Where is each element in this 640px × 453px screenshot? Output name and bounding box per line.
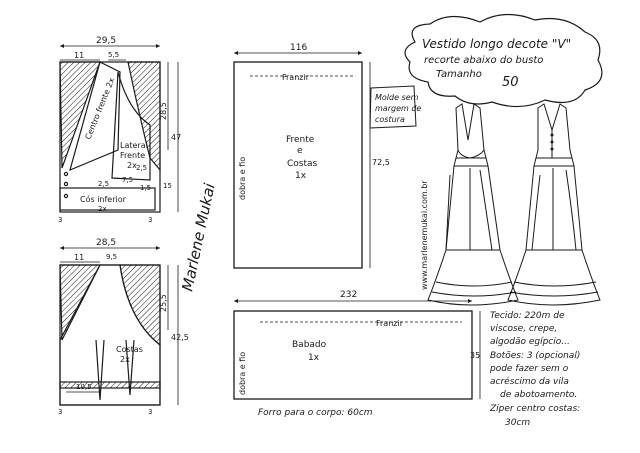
- bodice-side-dim: 47: [171, 133, 181, 142]
- skirt-top-label-1: Frente: [286, 135, 315, 145]
- bodice-small-dim: 15: [163, 182, 172, 190]
- title-size: 50: [502, 75, 519, 90]
- skirt-top-count: 1x: [295, 171, 307, 181]
- ruffle-group: 232 Franzir dobra e fio Babado 1x 35 For…: [233, 290, 481, 418]
- mold-note: Molde sem margem de costura: [369, 85, 421, 129]
- bodice-dim-c: 2,5: [136, 164, 147, 172]
- back-left-dim: 11: [74, 253, 84, 262]
- title-line-2: recorte abaixo do busto: [424, 55, 543, 66]
- materials-line: 30cm: [505, 418, 530, 428]
- materials-line: de abotoamento.: [500, 390, 577, 400]
- dress-back-illustration: [507, 103, 601, 306]
- lateral-label-2: Frente: [120, 151, 145, 160]
- materials-line: Tecido: 220m de: [490, 311, 565, 321]
- mold-note-line-2: margem de: [375, 104, 421, 113]
- waistband-label: Cós inferior: [80, 194, 127, 204]
- back-bottom-dim: 10,5: [76, 383, 92, 391]
- materials-line: viscose, crepe,: [490, 324, 557, 334]
- bodice-dart-dim: 5,5: [108, 51, 119, 59]
- waistband-count: 2x: [98, 205, 107, 213]
- title-line-1: Vestido longo decote "V": [422, 37, 571, 51]
- back-bottom-right: 3: [148, 408, 152, 416]
- dress-front-illustration: [427, 103, 519, 306]
- mold-note-line-1: Molde sem: [375, 93, 419, 102]
- materials-notes: Tecido: 220m de viscose, crepe, algodão …: [489, 311, 580, 428]
- bodice-dim-d: 1,5: [140, 184, 151, 192]
- bodice-bottom-left: 3: [58, 216, 62, 224]
- skirt-top-height-dim: 72,5: [372, 158, 390, 167]
- back-upper-dim: 25,5: [159, 294, 168, 312]
- materials-line: algodão egípcio...: [490, 337, 570, 347]
- title-line-3: Tamanho: [436, 69, 482, 80]
- bodice-top-right-dim: 28,5: [159, 102, 168, 120]
- bodice-front-group: 29,5 11 5,5 Centro frente 2x Lateral Fre…: [58, 36, 181, 224]
- back-width-dim: 28,5: [96, 238, 116, 248]
- lining-note: Forro para o corpo: 60cm: [258, 408, 373, 418]
- bodice-width-dim: 29,5: [96, 36, 116, 46]
- back-dart-dim: 9,5: [106, 253, 117, 261]
- bodice-bottom-right: 3: [148, 216, 152, 224]
- lateral-label-1: Lateral: [120, 141, 148, 150]
- back-total-dim: 42,5: [171, 333, 189, 342]
- back-label: Costas: [116, 345, 143, 354]
- skirt-top-label-3: Costas: [287, 159, 318, 169]
- website-text: www.marlenemukai.com.br: [420, 180, 429, 290]
- skirt-top-width-dim: 116: [290, 43, 307, 53]
- ruffle-label: Babado: [292, 340, 327, 350]
- ruffle-height-dim: 35: [470, 351, 480, 360]
- materials-line: pode fazer sem o: [489, 364, 569, 374]
- skirt-top-label-2: e: [297, 146, 303, 156]
- bodice-dim-b: 2,5: [98, 180, 109, 188]
- materials-line: Botões: 3 (opcional): [490, 351, 580, 361]
- skirt-top-gather: Franzir: [282, 73, 310, 82]
- back-count: 2x: [120, 355, 130, 364]
- signature: Marlene Mukai: [178, 181, 219, 293]
- ruffle-width-dim: 232: [340, 290, 357, 300]
- title-cloud: Vestido longo decote "V" recorte abaixo …: [404, 13, 603, 108]
- ruffle-count: 1x: [308, 353, 320, 363]
- back-piece-group: 28,5 11 9,5 Costas 2x 10,5 25,5 42,5 3 3: [58, 238, 189, 416]
- materials-line: acréscimo da vila: [490, 376, 569, 387]
- bodice-dim-a: 7,5: [122, 176, 133, 184]
- back-bottom-left: 3: [58, 408, 62, 416]
- ruffle-gather: Franzir: [376, 319, 404, 328]
- bodice-left-dim: 11: [74, 51, 84, 60]
- lateral-count: 2x: [127, 161, 137, 170]
- materials-line: Zíper centro costas:: [489, 404, 580, 414]
- ruffle-fold: dobra e fio: [238, 352, 247, 395]
- mold-note-line-3: costura: [375, 115, 405, 124]
- skirt-top-group: 116 Franzir dobra e fio Frente e Costas …: [233, 43, 390, 269]
- skirt-top-fold: dobra e fio: [238, 157, 247, 200]
